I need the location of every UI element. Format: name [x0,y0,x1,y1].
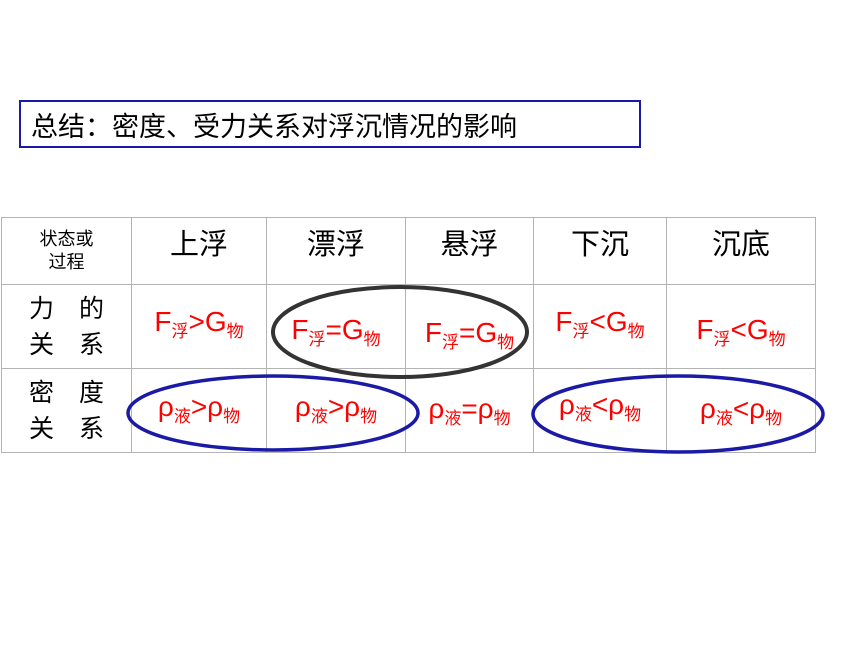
force-relation-float: F浮=G物 [266,284,406,369]
force-relation-rise: F浮>G物 [131,284,267,369]
header-row: 状态或 过程 上浮 漂浮 悬浮 下沉 沉底 [1,217,816,285]
density-relation-float: ρ液>ρ物 [266,368,406,453]
density-relation-suspend: ρ液=ρ物 [405,368,534,453]
force-relation-bottom: F浮<G物 [666,284,816,369]
state-header-rise: 上浮 [131,217,267,285]
force-row-label: 力 的 关 系 [1,284,132,369]
force-relation-row: 力 的 关 系 F浮>G物 F浮=G物 F浮=G物 F浮<G物 F浮<G物 [1,284,816,369]
density-relation-row: 密 度 关 系 ρ液>ρ物 ρ液>ρ物 ρ液=ρ物 ρ液<ρ物 ρ液<ρ物 [1,368,816,453]
summary-title: 总结：密度、受力关系对浮沉情况的影响 [19,100,641,148]
force-relation-sink: F浮<G物 [533,284,667,369]
corner-header-cell: 状态或 过程 [1,217,132,285]
state-header-sink: 下沉 [533,217,667,285]
force-relation-suspend: F浮=G物 [405,284,534,369]
density-row-label: 密 度 关 系 [1,368,132,453]
corner-label-line-1: 状态或 [39,229,94,250]
density-relation-sink: ρ液<ρ物 [533,368,667,453]
density-relation-bottom: ρ液<ρ物 [666,368,816,453]
state-header-bottom: 沉底 [666,217,816,285]
state-header-float: 漂浮 [266,217,406,285]
buoyancy-summary-table: 状态或 过程 上浮 漂浮 悬浮 下沉 沉底 力 的 关 系 F浮>G物 F浮=G… [1,217,816,453]
state-header-suspend: 悬浮 [405,217,534,285]
corner-label-line-2: 过程 [48,252,85,273]
density-relation-rise: ρ液>ρ物 [131,368,267,453]
